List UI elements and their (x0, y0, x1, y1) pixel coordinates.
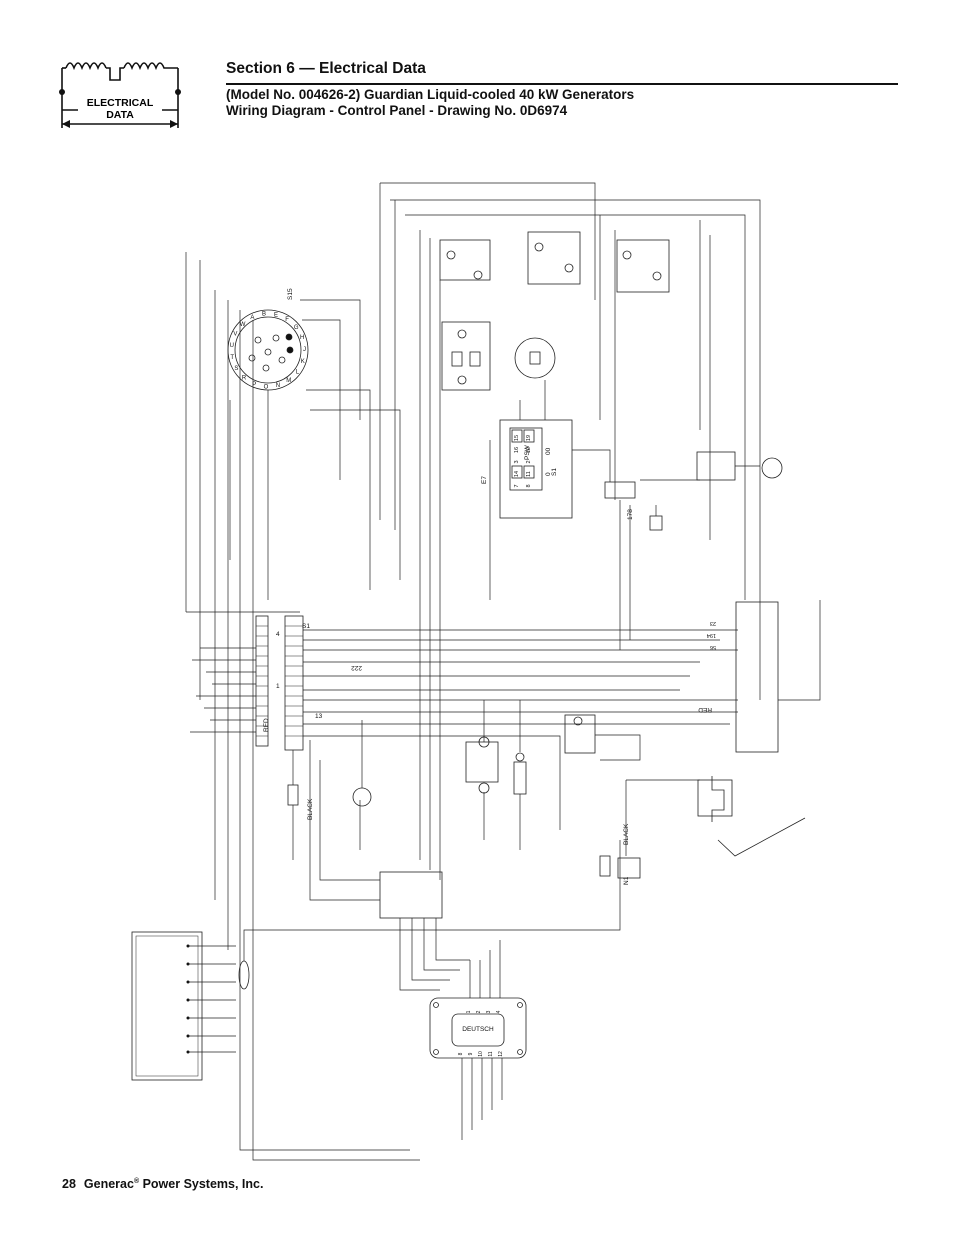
relay-right (696, 451, 736, 481)
deutsch-pin-11: 11 (488, 1051, 494, 1056)
label-wire-13: 13 (315, 713, 323, 720)
connector-pin-f: F (285, 317, 289, 323)
psw-pin-11: 11 (526, 471, 532, 477)
label-red-right: RED (698, 706, 712, 713)
diagram-subtitle: (Model No. 004626-2) Guardian Liquid-coo… (226, 87, 634, 119)
label-red: RED (263, 718, 270, 732)
connector-pin-k: K (301, 359, 305, 365)
connector-pin-t: T (230, 355, 234, 361)
connector-pin-o: O (264, 384, 269, 390)
psw-pin-8: 8 (526, 484, 532, 487)
fuse-holder (441, 321, 491, 391)
label-wire-e7: E7 (481, 476, 488, 484)
connector-pin-v: V (233, 332, 237, 338)
label-s1: S1 (302, 623, 310, 630)
right-pin-23: 23 (710, 620, 716, 626)
logo-line1: ELECTRICAL (87, 97, 154, 109)
sensor-left (465, 741, 499, 783)
psw-pin-3: 3 (514, 460, 520, 463)
psw-pin-7: 7 (514, 484, 520, 487)
label-s1-right: S1 (551, 468, 558, 476)
connector-pin-e: E (274, 312, 278, 318)
deutsch-pin-1: 1 (466, 1010, 472, 1013)
psw-block (499, 419, 573, 519)
connector-pin-s: S (234, 366, 238, 372)
page-footer: 28 Generac® Power Systems, Inc. (62, 1177, 263, 1191)
label-wire-4: 4 (276, 631, 280, 638)
deutsch-pin-8: 8 (458, 1052, 464, 1055)
subtitle-line2: Wiring Diagram - Control Panel - Drawing… (226, 103, 568, 118)
right-pin-194: 194 (707, 632, 716, 638)
psw-pin-14: 14 (514, 471, 520, 477)
connector-pin-w: W (240, 322, 246, 328)
label-deutsch: DEUTSCH (462, 1026, 494, 1033)
psw-pin-15: 15 (514, 435, 520, 441)
connector-pin-b: B (262, 312, 266, 318)
psw-pin-12: 12 (526, 447, 532, 453)
connector-pin-a: A (250, 315, 254, 321)
label-black-left: BLACK (307, 798, 314, 820)
registered-mark: ® (133, 1177, 140, 1185)
deutsch-pin-4: 4 (496, 1010, 502, 1013)
connector-pin-g: G (294, 325, 299, 331)
connector-pin-l: L (296, 370, 300, 376)
connector-pin-r: R (242, 376, 247, 382)
lamp (352, 787, 372, 807)
company-name: Generac (83, 1177, 134, 1191)
subtitle-line1: (Model No. 004626-2) Guardian Liquid-coo… (226, 87, 635, 102)
deutsch-connector (429, 997, 527, 1059)
label-psw: PSW (524, 444, 531, 460)
label-wire-0: 0 (545, 472, 552, 476)
label-wire-n1: N1 (623, 876, 630, 885)
deutsch-pin-3: 3 (486, 1010, 492, 1013)
electrical-data-logo: ELECTRICAL DATA (59, 62, 181, 128)
page-number: 28 (62, 1177, 76, 1191)
right-pin-56: 56 (710, 644, 716, 650)
solenoid (697, 779, 733, 817)
control-box (379, 871, 443, 919)
switch-module (564, 714, 596, 754)
connector-pin-h: H (300, 335, 304, 341)
connector-pin-n: N (276, 383, 280, 389)
label-wire-00: 00 (545, 447, 552, 455)
section-title: Section 6 — Electrical Data (226, 60, 426, 77)
display-panel (131, 931, 203, 1081)
logo-line2: DATA (106, 109, 134, 121)
psw-pin-19: 19 (526, 435, 532, 441)
label-black-right: BLACK (623, 823, 630, 845)
terminal-strip-left (255, 615, 269, 747)
connector-pin-u: U (230, 343, 234, 349)
label-wire-1: 1 (276, 683, 280, 690)
relay-block-2 (527, 231, 581, 285)
psw-pin-16: 16 (514, 447, 520, 453)
terminal-strip-right (735, 601, 779, 753)
deutsch-pin-2: 2 (476, 1010, 482, 1013)
resistor (287, 784, 299, 806)
connector-pin-j: J (303, 347, 306, 353)
header-rule (226, 83, 898, 85)
connector-pin-p: P (252, 382, 256, 388)
deutsch-pin-10: 10 (478, 1051, 484, 1057)
label-wire-222: 222 (351, 664, 362, 671)
label-wire-178: 178 (627, 509, 634, 520)
relay-block-3 (616, 239, 670, 293)
psw-pin-2: 2 (526, 460, 532, 463)
relay-block-1 (439, 239, 491, 281)
deutsch-pin-9: 9 (468, 1052, 474, 1055)
connector-pin-m: M (286, 378, 291, 384)
label-s15: S15 (287, 288, 294, 300)
deutsch-pin-12: 12 (498, 1051, 504, 1057)
company-suffix: Power Systems, Inc. (139, 1177, 264, 1191)
round-socket (514, 337, 556, 379)
